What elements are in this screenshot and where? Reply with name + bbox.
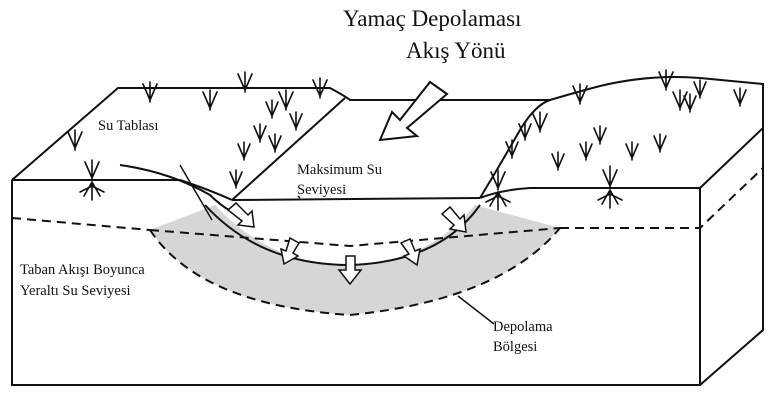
label-water-table: Su Tablası xyxy=(98,118,158,135)
plant-icon xyxy=(230,170,242,188)
plant-icon xyxy=(659,70,673,90)
plant-icon xyxy=(269,134,281,152)
seepage-arrow-5 xyxy=(442,207,466,232)
label-max-level-line2: Seviyesi xyxy=(297,182,346,199)
left-valley-slope xyxy=(120,165,232,212)
plant-icon xyxy=(594,126,606,144)
title-line-1: Yamaç Depolaması xyxy=(343,6,521,32)
right-face xyxy=(700,128,763,385)
plant-icon xyxy=(519,122,531,140)
title-line-2: Akış Yönü xyxy=(406,38,505,64)
leader-storage xyxy=(458,296,494,324)
right-bank-edge xyxy=(480,188,700,198)
plant-icon xyxy=(626,142,638,160)
flow-direction-arrow xyxy=(380,82,447,140)
plant-icon xyxy=(290,112,302,130)
plant-icon xyxy=(580,142,592,160)
label-baseflow-line2: Yeraltı Su Seviyesi xyxy=(18,283,135,300)
plant-icon xyxy=(533,112,547,132)
channel-water-line xyxy=(232,198,480,200)
label-baseflow-line1: Taban Akışı Boyunca xyxy=(18,262,149,279)
plant-icon xyxy=(203,90,217,110)
plant-icon xyxy=(506,140,518,158)
plant-icon xyxy=(279,90,293,110)
label-storage-line2: Bölgesi xyxy=(493,339,537,356)
plant-icon xyxy=(254,124,266,142)
label-max-level-line1: Maksimum Su xyxy=(297,162,382,179)
plant-icon xyxy=(68,130,82,150)
plant-icon xyxy=(143,82,157,102)
plant-icon xyxy=(266,100,278,118)
plant-icon xyxy=(552,152,564,170)
plant-icon xyxy=(238,142,250,160)
plant-icon xyxy=(654,134,666,152)
plant-icon xyxy=(734,88,746,106)
label-storage-line1: Depolama xyxy=(493,319,553,336)
plant-icon xyxy=(573,84,587,104)
